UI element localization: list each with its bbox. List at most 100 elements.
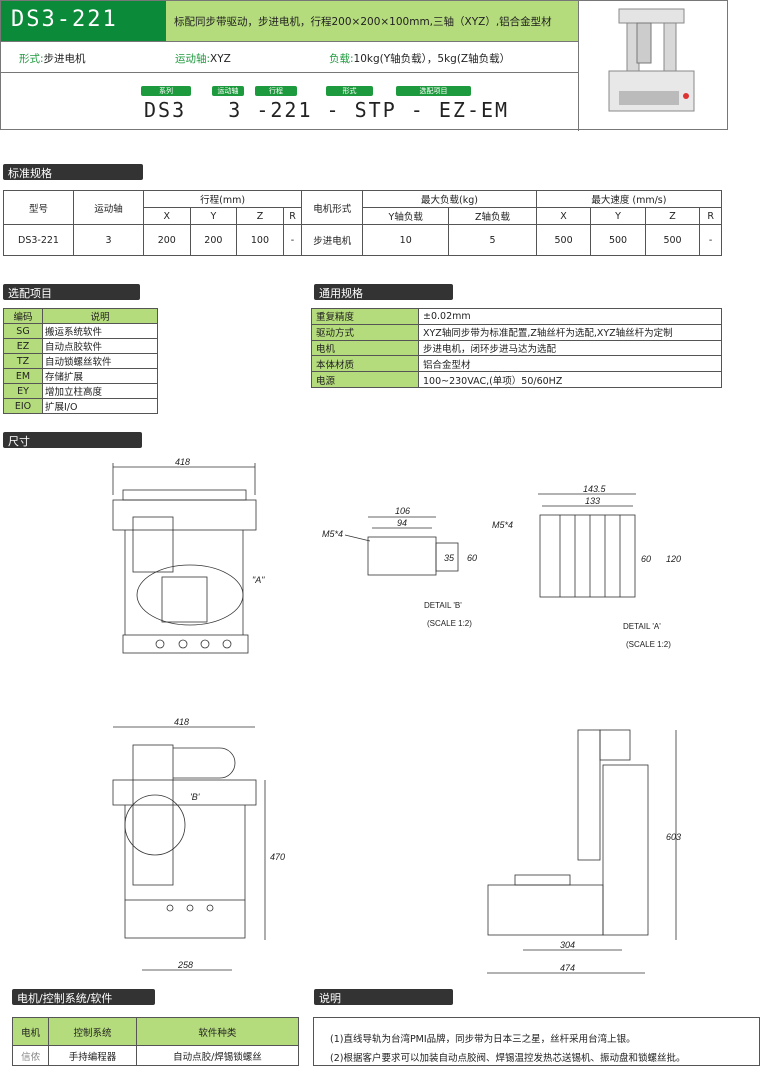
section-notes: 说明 [314,989,453,1005]
sub-y: Y [189,207,238,225]
cell: 200 [143,224,191,256]
detail-b-screw-label: M5*4 [322,529,343,539]
detail-a-h1-label: 60 [641,554,651,564]
cell: 本体材质 [311,355,419,373]
cell: 步进电机，闭环步进马达为选配 [418,339,722,357]
side-height-label: 603 [666,832,681,842]
detail-b-outer-label: 106 [395,506,410,516]
table-row: 信侬手持编程器自动点胶/焊锡锁螺丝 [11,1045,300,1066]
section-dimensions: 尺寸 [3,432,142,448]
sub-speed-z: Z [644,207,701,225]
top-view-drawing: 418 'B' 470 258 [112,717,285,971]
col-desc: 说明 [42,308,158,324]
cell: 自动锁螺丝软件 [42,353,158,369]
cell: XYZ轴同步带为标准配置,Z轴丝杆为选配,XYZ轴丝杆为定制 [418,323,722,341]
cell: 驱动方式 [311,323,419,341]
cell: 3 [73,224,144,256]
cell: 500 [535,224,592,256]
cell: 搬运系统软件 [42,323,158,339]
dimension-drawings: 418 "A" 106 94 M5*4 35 60 DETAIL 'B' (SC… [112,457,681,974]
top-width-label: 418 [174,717,189,727]
model-code: DS3 3 -221 - STP - EZ-EM [144,98,510,122]
notes-box: (1)直线导轨为台湾PMI品牌，同步带为日本三之星，丝杆采用台湾上银。 (2)根… [313,1017,760,1066]
tag-options: 选配项目 [396,86,471,96]
detail-b-title: DETAIL 'B' [424,601,462,610]
cell: 100~230VAC,(单项）50/60HZ [418,371,722,388]
cell: DS3-221 [3,224,74,256]
cell: 500 [590,224,646,256]
load-value: 10kg(Y轴负载），5kg(Z轴负载） [353,53,511,65]
cell: 500 [644,224,701,256]
form-value: 步进电机 [43,53,86,65]
section-general-specs: 通用规格 [314,284,453,300]
cell: 手持编程器 [48,1045,137,1066]
summary-row: 形式:步进电机 运动轴:XYZ 负载:10kg(Y轴负载），5kg(Z轴负载） [1,41,578,73]
form-label: 形式: [19,53,44,65]
detail-a-scale: (SCALE 1:2) [626,640,671,649]
cell: SG [3,323,43,339]
table-row: 本体材质铝合金型材 [311,355,722,373]
model-code-section: 系列 运动轴 行程 形式 选配项目 DS3 3 -221 - STP - EZ-… [1,73,578,131]
cell: 自动点胶/焊锡锁螺丝 [135,1045,300,1066]
axis-value: XYZ [210,53,231,65]
cell: 信侬 [11,1045,50,1066]
side-width-label: 474 [560,963,575,973]
note-line: (1)直线导轨为台湾PMI品牌，同步带为日本三之星，丝杆采用台湾上银。 [330,1034,636,1045]
col-speed: 最大速度 (mm/s) [535,190,723,208]
detail-b-inner-label: 94 [397,518,407,528]
sub-x: X [143,207,191,225]
col-stroke: 行程(mm) [142,190,303,208]
cell: EIO [3,398,43,414]
sub-z: Z [236,207,284,225]
tag-series: 系列 [141,86,191,96]
cell: - [282,224,303,256]
detail-b-scale: (SCALE 1:2) [427,619,472,628]
sub-y-load: Y轴负载 [362,207,450,225]
front-callout-a: "A" [252,575,265,585]
col-motor: 电机 [11,1017,50,1046]
cell: ±0.02mm [418,308,722,325]
col-model: 型号 [3,190,74,225]
detail-b-drawing: 106 94 M5*4 35 60 DETAIL 'B' (SCALE 1:2) [322,506,477,628]
cell: 增加立柱高度 [42,383,158,399]
front-width-label: 418 [175,457,190,467]
section-options: 选配项目 [3,284,140,300]
cell: 电机 [311,339,419,357]
product-title: DS3-221 [1,1,166,41]
cell: TZ [3,353,43,369]
cell: 扩展I/O [42,398,158,414]
tag-form: 形式 [326,86,373,96]
sub-r: R [282,207,303,225]
detail-a-title: DETAIL 'A' [623,622,661,631]
cell: 重复精度 [311,308,419,325]
side-view-drawing: 603 304 474 [487,729,681,974]
cell: 自动点胶软件 [42,338,158,354]
section-standard-specs: 标准规格 [3,164,143,180]
control-table: 电机控制系统软件种类 信侬手持编程器自动点胶/焊锡锁螺丝 [11,1017,300,1066]
axis-label: 运动轴: [175,53,211,65]
product-photo [578,1,729,131]
cell: EM [3,368,43,384]
detail-a-inner-label: 133 [585,496,600,506]
top-base-label: 258 [177,960,193,970]
table-row: 电机步进电机，闭环步进马达为选配 [311,339,722,357]
col-control-system: 控制系统 [48,1017,137,1046]
cell: - [699,224,722,256]
detail-a-outer-label: 143.5 [583,484,607,494]
detail-a-drawing: 143.5 133 M5*4 60 120 DETAIL 'A' (SCALE … [492,484,681,649]
cell: 铝合金型材 [418,355,722,373]
cell: 步进电机 [301,224,364,256]
col-load: 最大负载(kg) [362,190,537,208]
cell: EY [3,383,43,399]
product-description: 标配同步带驱动，步进电机，行程200×200×100mm,三轴（XYZ）,铝合金… [166,1,578,41]
cell: EZ [3,338,43,354]
